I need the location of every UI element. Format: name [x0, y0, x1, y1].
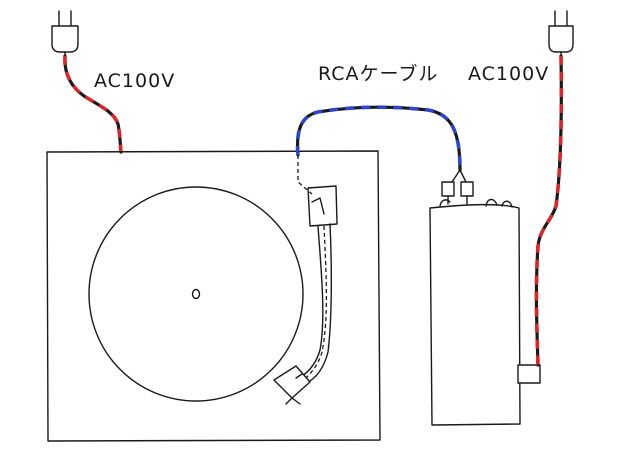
- rca-cable: [295, 105, 462, 172]
- right-power-plug-icon: [548, 10, 574, 57]
- right-power-cable-dash: [534, 55, 564, 366]
- turntable-platter: [88, 186, 304, 402]
- ac-left-label: AC100V: [94, 70, 175, 92]
- amplifier-body: [429, 203, 521, 426]
- rca-label: RCAケーブル: [318, 62, 438, 85]
- internal-signal-wire: [297, 155, 313, 195]
- tonearm-headshell: [273, 365, 311, 399]
- turntable-body: [46, 150, 381, 442]
- amplifier: [429, 198, 541, 426]
- ac-right-label: AC100V: [468, 63, 549, 85]
- rca-cable-dash: [295, 105, 462, 171]
- left-power-cable-dash: [63, 55, 123, 153]
- right-power-cable: [534, 54, 564, 367]
- rca-plug-icon: [441, 169, 474, 205]
- left-power-cable: [63, 54, 123, 154]
- turntable: [46, 150, 381, 442]
- platter-spindle: [191, 288, 201, 300]
- tonearm: [301, 225, 324, 377]
- amplifier-power-inlet: [517, 364, 541, 384]
- left-power-plug-icon: [51, 10, 79, 57]
